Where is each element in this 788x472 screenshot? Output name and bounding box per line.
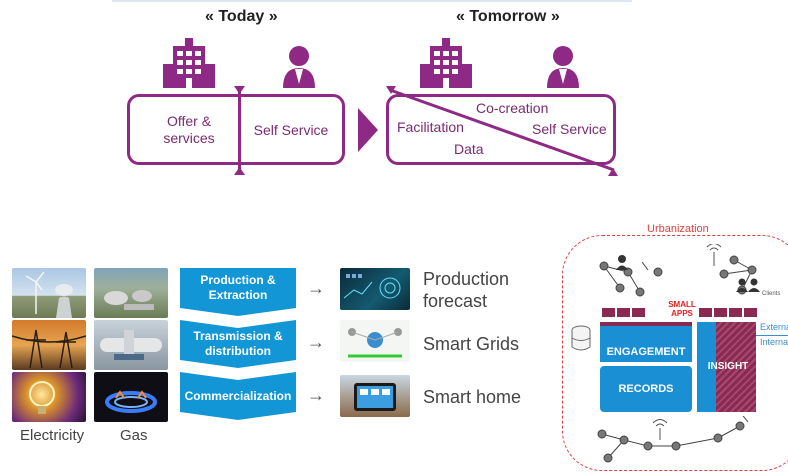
insight-label: INSIGHT (707, 361, 749, 372)
forecast-thumbnail (340, 268, 410, 310)
gas-caption: Gas (120, 427, 148, 444)
small-app-tile (744, 308, 757, 317)
small-app-tile (632, 308, 645, 317)
small-app-tile (617, 308, 630, 317)
production-forecast-label: Production forecast (423, 269, 510, 311)
smart-home-thumbnail (340, 375, 410, 417)
power-lines-photo (12, 320, 86, 370)
engagement-frame (600, 322, 692, 342)
urbanization-title: Urbanization (645, 223, 711, 235)
small-app-tile (729, 308, 742, 317)
today-self-service: Self Service (253, 122, 329, 138)
person-icon-2 (547, 46, 579, 88)
engagement-block: ENGAGEMENT (600, 342, 692, 362)
bottom-network (597, 416, 749, 463)
engagement-label: ENGAGEMENT (606, 346, 686, 358)
production-extraction-chevron: Production & Extraction (180, 268, 296, 316)
clients-label: Clients (762, 291, 781, 297)
today-heading: « Today » (205, 8, 278, 25)
transmission-distribution-chevron: Transmission & distribution (180, 320, 296, 368)
tomorrow-facilitation: Facilitation (397, 119, 464, 135)
tomorrow-cocreation: Co-creation (476, 100, 549, 116)
small-apps-label: SMALL APPS (668, 300, 696, 318)
today-split-marker-top (234, 86, 245, 94)
gas-flame-photo (94, 372, 168, 422)
electricity-caption: Electricity (20, 427, 85, 444)
gas-plant-photo (94, 268, 168, 318)
urbanization-boundary (562, 235, 788, 471)
building-icon-2 (420, 38, 472, 88)
light-bulb-photo (12, 372, 86, 422)
commercialization-label: Commercialization (184, 388, 292, 403)
tomorrow-self-service: Self Service (532, 121, 607, 137)
tomorrow-data: Data (454, 141, 484, 157)
production-extraction-label: Production & Extraction (200, 273, 276, 302)
insight-block (716, 322, 756, 412)
tomorrow-diagonal (386, 86, 618, 176)
wind-nuclear-photo (12, 268, 86, 318)
insight-blue-block (697, 322, 719, 412)
transition-arrow (358, 108, 378, 152)
today-split-line (238, 90, 241, 169)
tomorrow-box (386, 94, 616, 165)
tomorrow-heading: « Tomorrow » (456, 8, 560, 25)
records-label: RECORDS (618, 383, 674, 395)
smart-grid-thumbnail (340, 320, 410, 362)
arrow-right-icon: → (307, 278, 325, 298)
pipeline-photo (94, 320, 168, 370)
records-block: RECORDS (600, 366, 692, 412)
internal-label: Internal (760, 337, 788, 347)
smart-grids-label: Smart Grids (423, 334, 520, 354)
commercialization-chevron: Commercialization (180, 372, 296, 420)
database-icon (571, 325, 591, 351)
external-label: External (760, 322, 788, 332)
top-network (599, 244, 760, 297)
arrow-right-icon: → (307, 385, 325, 405)
transmission-distribution-label: Transmission & distribution (193, 329, 283, 358)
smart-home-label: Smart home (423, 387, 522, 407)
small-app-tile (602, 308, 615, 317)
today-box (127, 94, 345, 165)
small-app-tile (699, 308, 712, 317)
small-app-tile (714, 308, 727, 317)
external-line (756, 335, 788, 336)
today-offer-services: Offer & services (163, 113, 215, 146)
arrow-right-icon: → (307, 332, 325, 352)
building-icon (163, 38, 215, 88)
person-icon (283, 46, 315, 88)
today-split-marker-bottom (234, 167, 245, 175)
top-divider-line (112, 0, 632, 2)
